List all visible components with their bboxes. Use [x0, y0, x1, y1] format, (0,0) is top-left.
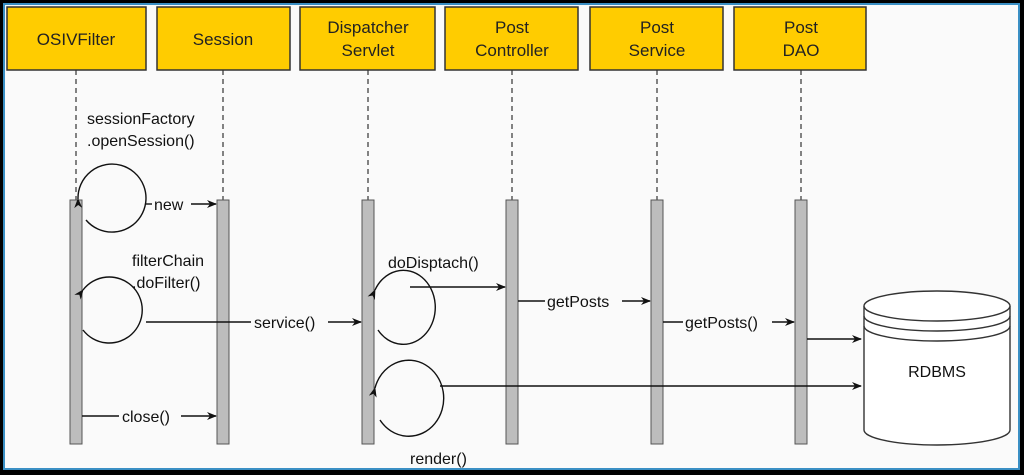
participant-post-service: Post Service: [589, 6, 724, 71]
participant-label: Service: [629, 41, 686, 60]
participant-label: Session: [193, 30, 253, 49]
message-get-posts-2: getPosts(): [663, 315, 795, 332]
activation-dispatcher: [361, 199, 375, 445]
participant-label: Post: [495, 18, 529, 37]
rdbms-database-icon: RDBMS: [863, 290, 1011, 446]
participant-label: Servlet: [342, 41, 395, 60]
message-new: new: [145, 197, 217, 214]
svg-text:.doFilter(): .doFilter(): [132, 275, 200, 292]
participant-post-controller: Post Controller: [444, 6, 579, 71]
svg-text:getPosts(): getPosts(): [685, 315, 758, 332]
svg-text:render(): render(): [410, 451, 467, 468]
message-get-posts-1: getPosts: [518, 294, 651, 311]
svg-text:sessionFactory: sessionFactory: [87, 111, 195, 128]
participant-post-dao: Post DAO: [733, 6, 867, 71]
svg-text:new: new: [154, 197, 184, 214]
participant-osivfilter: OSIVFilter: [6, 6, 147, 71]
svg-text:.openSession(): .openSession(): [87, 133, 195, 150]
participant-label: Post: [640, 18, 674, 37]
message-render: render(): [368, 359, 862, 468]
participant-label: Dispatcher: [327, 18, 409, 37]
activation-bars: [69, 199, 808, 445]
participant-session: Session: [156, 6, 291, 71]
message-service: service(): [146, 315, 362, 332]
svg-text:close(): close(): [122, 409, 170, 426]
participant-label: DAO: [783, 41, 820, 60]
svg-text:filterChain: filterChain: [132, 253, 204, 270]
svg-text:service(): service(): [254, 315, 315, 332]
participant-label: Post: [784, 18, 818, 37]
message-do-dispatch: doDisptach(): [367, 255, 506, 345]
message-do-filter: filterChain .doFilter(): [74, 253, 204, 344]
participant-label: Controller: [475, 41, 549, 60]
activation-dao: [794, 199, 808, 445]
activation-controller: [505, 199, 519, 445]
lifelines: [75, 70, 802, 200]
participant-dispatcher-servlet: Dispatcher Servlet: [299, 6, 436, 71]
activation-osivfilter: [69, 199, 83, 445]
database-label: RDBMS: [908, 364, 966, 381]
activation-service: [650, 199, 664, 445]
participant-label: OSIVFilter: [37, 30, 116, 49]
message-open-session: sessionFactory .openSession(): [74, 111, 195, 233]
message-close: close(): [82, 409, 217, 426]
svg-text:doDisptach(): doDisptach(): [388, 255, 479, 272]
svg-text:getPosts: getPosts: [547, 294, 609, 311]
